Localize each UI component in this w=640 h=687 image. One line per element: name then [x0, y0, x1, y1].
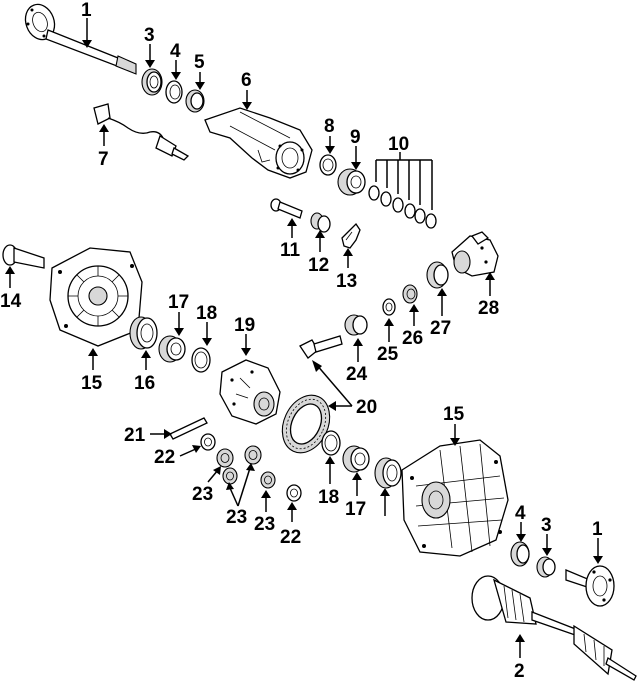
callout-2: 2: [514, 661, 525, 682]
callout-8: 8: [324, 116, 335, 137]
callout-1-top: 1: [81, 0, 92, 21]
callout-4-top: 4: [170, 41, 181, 62]
part-18-race-top[interactable]: [191, 347, 211, 373]
callout-9: 9: [350, 127, 361, 148]
callout-28: 28: [478, 298, 499, 319]
callout-13: 13: [336, 271, 357, 292]
part-26-race[interactable]: [402, 284, 418, 304]
part-11-bolt[interactable]: [270, 198, 303, 219]
part-2-cv-axle-shaft[interactable]: [471, 575, 637, 681]
part-16-adjuster-bot[interactable]: [374, 457, 402, 489]
part-18-race-bot[interactable]: [321, 430, 341, 456]
part-4-seal-bot[interactable]: [510, 541, 530, 567]
part-17-bearing-bot[interactable]: [342, 445, 370, 473]
part-3-bearing-top[interactable]: [141, 68, 163, 96]
part-27-seal[interactable]: [426, 261, 449, 289]
part-28-pinion-flange[interactable]: [451, 231, 499, 277]
callout-12: 12: [308, 255, 329, 276]
part-24-bearing[interactable]: [344, 314, 368, 336]
leader-lines: [5, 18, 603, 658]
part-7-sensor[interactable]: [93, 103, 190, 161]
callout-15-right: 15: [443, 404, 465, 425]
callout-23-a: 23: [192, 484, 213, 505]
part-20-ring-and-pinion[interactable]: [273, 335, 343, 460]
callout-4-bot: 4: [515, 503, 526, 524]
part-4-seal-top[interactable]: [165, 80, 183, 104]
callout-22-bot: 22: [280, 527, 301, 548]
part-10-shims[interactable]: [368, 185, 437, 229]
callout-18-top: 18: [196, 303, 217, 324]
part-22-thrust-washer-left[interactable]: [200, 433, 216, 451]
part-5-bearing[interactable]: [185, 89, 205, 113]
callout-3-top: 3: [144, 25, 155, 46]
callout-23-b: 23: [226, 507, 247, 528]
callout-22-left: 22: [154, 447, 175, 468]
part-22-thrust-washer-bot[interactable]: [286, 484, 302, 502]
part-14-stub-shaft[interactable]: [2, 244, 45, 269]
callout-19: 19: [234, 315, 255, 336]
callout-23-c: 23: [254, 514, 275, 535]
callout-15-left: 15: [81, 373, 103, 394]
part-13-shift-fork[interactable]: [341, 222, 361, 249]
callout-17-bot: 17: [345, 499, 366, 520]
part-3-bearing-bot[interactable]: [536, 556, 556, 578]
part-15-carrier-right[interactable]: [401, 439, 509, 557]
part-9-bearing[interactable]: [337, 168, 366, 196]
callout-24: 24: [346, 364, 368, 385]
part-15-carrier-left[interactable]: [49, 247, 143, 347]
callout-labels: 1 3 4 5 6 7 8 9 10 11 12 13 14 15 16 17 …: [0, 0, 603, 682]
callout-11: 11: [280, 240, 301, 261]
callout-1-bot: 1: [592, 519, 603, 540]
callout-27: 27: [430, 318, 451, 339]
part-25-bearing[interactable]: [382, 298, 396, 316]
callout-18-bot: 18: [318, 487, 339, 508]
part-1-axle-shaft-bot[interactable]: [565, 565, 615, 607]
callout-14: 14: [0, 291, 22, 312]
callout-3-bot: 3: [541, 515, 552, 536]
part-6-axle-tube-housing[interactable]: [204, 107, 313, 179]
callout-21: 21: [124, 425, 146, 446]
callout-7: 7: [98, 149, 109, 170]
part-17-bearing-top[interactable]: [158, 335, 186, 363]
part-1-axle-shaft-top[interactable]: [21, 0, 137, 75]
callout-20: 20: [356, 397, 377, 418]
callout-10: 10: [388, 134, 409, 155]
callout-16-left: 16: [134, 373, 155, 394]
callout-25: 25: [377, 344, 399, 365]
callout-17-top: 17: [168, 292, 189, 313]
part-8-seal[interactable]: [319, 154, 337, 176]
callout-26: 26: [402, 328, 423, 349]
part-19-differential-case[interactable]: [219, 359, 281, 425]
part-23-gears[interactable]: [216, 445, 276, 489]
callout-5: 5: [194, 52, 205, 73]
part-16-adjuster-left[interactable]: [129, 316, 158, 350]
callout-6: 6: [241, 70, 252, 91]
part-21-pinion-shaft[interactable]: [169, 417, 208, 440]
part-12-sleeve[interactable]: [310, 212, 331, 233]
